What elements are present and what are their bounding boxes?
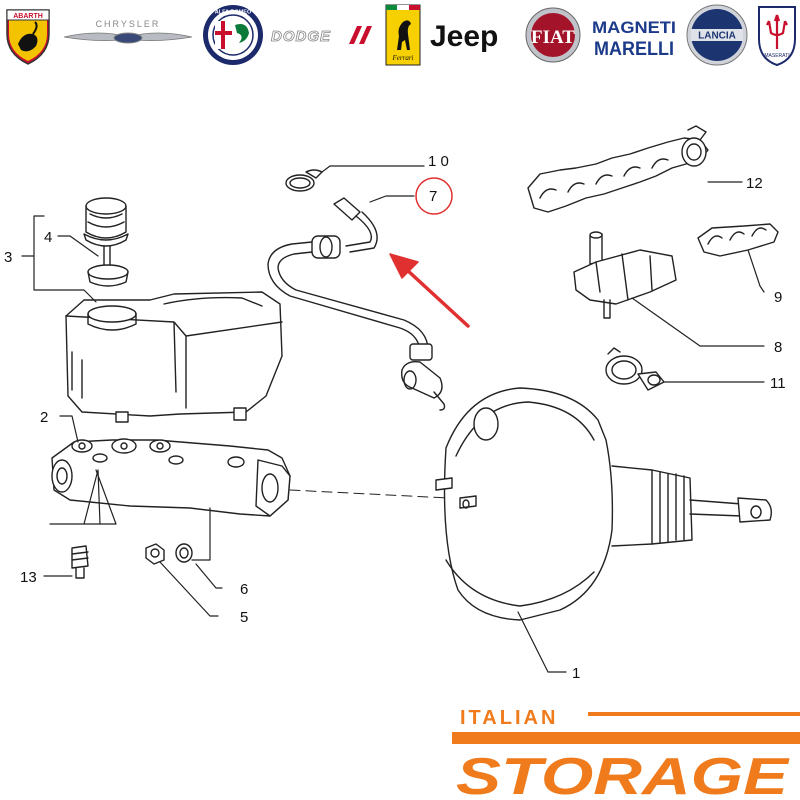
callout-12: 12 <box>746 175 763 192</box>
brake-fluid-reservoir-3 <box>65 291 283 423</box>
maserati-logo-text: MASERATI <box>764 53 789 59</box>
highlight-circle <box>415 177 453 215</box>
alfa-romeo-logo: ALFA ROMEO <box>200 4 266 66</box>
maserati-logo: MASERATI <box>754 4 800 67</box>
dodge-logo-text: DODGE <box>271 28 331 45</box>
callout-9: 9 <box>774 289 782 306</box>
callout-labels: 3 4 2 13 6 5 1 1 0 7 12 9 8 11 <box>4 153 786 682</box>
callout-3: 3 <box>4 249 12 266</box>
fiat-logo-text: FIAT <box>531 27 575 48</box>
abarth-logo-text: ABARTH <box>13 13 43 20</box>
svg-text:MAGNETI: MAGNETI <box>592 18 676 37</box>
washer-6 <box>175 543 193 563</box>
alfa-romeo-logo-text: ALFA ROMEO <box>215 10 252 16</box>
callout-7: 7 <box>429 188 437 205</box>
bleed-screw-13 <box>71 545 89 579</box>
callout-11: 11 <box>770 375 786 392</box>
callout-8: 8 <box>774 339 782 356</box>
chrysler-logo: CHRYSLER <box>60 4 196 66</box>
hose-clip-11 <box>605 347 665 391</box>
ferrari-logo: Ferrari <box>384 4 422 66</box>
reservoir-cap-4 <box>83 197 129 287</box>
callout-13: 13 <box>20 569 37 586</box>
jeep-logo-text: Jeep <box>430 20 498 53</box>
logo-text-storage: STORAGE <box>456 748 790 800</box>
brand-logo-strip: ABARTH CHRYSLER ALFA ROMEO DODGE <box>0 0 800 72</box>
brake-booster-1 <box>435 387 773 621</box>
hose-clamp-10 <box>285 169 323 192</box>
callout-10: 1 0 <box>428 153 449 170</box>
hose-support-8 <box>573 231 677 319</box>
callout-4: 4 <box>44 229 52 246</box>
chrysler-logo-text: CHRYSLER <box>96 19 161 29</box>
magneti-marelli-logo: MAGNETI MARELLI <box>590 4 678 66</box>
small-clip-9 <box>697 223 779 257</box>
abarth-logo: ABARTH <box>2 4 54 66</box>
lancia-logo-text: LANCIA <box>698 31 736 42</box>
callout-6: 6 <box>240 581 248 598</box>
logo-text-italian: ITALIAN <box>460 707 558 729</box>
fiat-logo: FIAT <box>524 4 582 66</box>
vacuum-hose-7 <box>267 197 446 411</box>
callout-1: 1 <box>572 665 580 682</box>
brake-parts-diagram: 3 4 2 13 6 5 1 1 0 7 12 9 8 11 <box>4 125 786 682</box>
jeep-logo: Jeep <box>428 4 514 66</box>
master-cylinder-2 <box>51 438 291 517</box>
dodge-logo: DODGE <box>268 4 376 66</box>
italian-storage-logo: ITALIAN STORAGE <box>452 707 800 800</box>
callout-5: 5 <box>240 609 248 626</box>
nut-5 <box>145 543 165 565</box>
leader-lines <box>21 165 765 673</box>
red-arrow <box>389 253 470 328</box>
ferrari-logo-text: Ferrari <box>392 54 414 62</box>
svg-text:MARELLI: MARELLI <box>594 39 674 60</box>
lancia-logo: LANCIA <box>684 4 750 66</box>
hose-clip-strip-12 <box>527 125 709 213</box>
callout-2: 2 <box>40 409 48 426</box>
alignment-line <box>289 489 449 499</box>
